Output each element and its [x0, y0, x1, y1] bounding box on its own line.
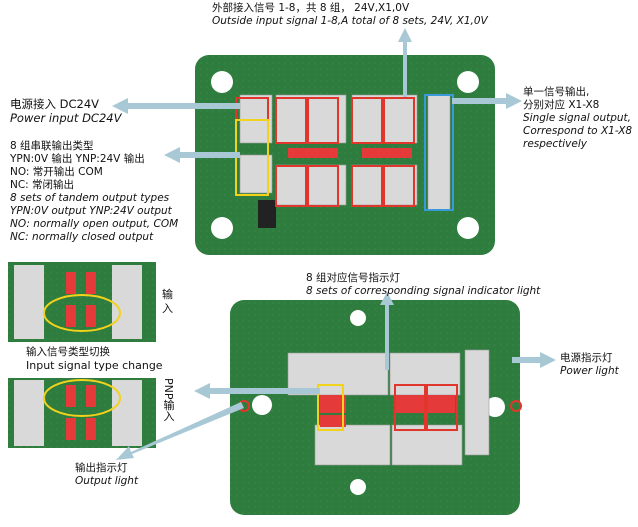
- single-output-line: Single signal output,: [523, 112, 631, 124]
- tandem-line: NC: normally closed output: [10, 231, 154, 243]
- tandem-line: NO: 常开输出 COM: [10, 166, 103, 178]
- input-type-cn: 输入信号类型切换: [26, 346, 110, 358]
- single-output-line: respectively: [523, 138, 587, 150]
- inset-pnp-board: [8, 378, 156, 448]
- indicator-cn: 8 组对应信号指示灯: [306, 272, 401, 284]
- pnp-label: PNP输入: [162, 378, 175, 422]
- power-light-cn: 电源指示灯: [560, 352, 613, 364]
- tandem-line: NC: 常闭输出: [10, 179, 75, 191]
- output-light-en: Output light: [75, 475, 139, 487]
- callout-arrows: [112, 28, 556, 460]
- top-signal-en: Outside input signal 1-8,A total of 8 se…: [212, 15, 488, 27]
- tandem-line: YPN:0V output YNP:24V output: [10, 205, 172, 217]
- tandem-line: NO: normally open output, COM: [10, 218, 179, 230]
- output-light-cn: 输出指示灯: [75, 462, 128, 474]
- single-output-box: [424, 94, 454, 211]
- bottom-board: [230, 300, 522, 515]
- inset-input-board: [8, 262, 156, 342]
- power-input-cn: 电源接入 DC24V: [10, 97, 100, 111]
- single-output-line: 单一信号输出,: [523, 86, 590, 98]
- top-signal-cn: 外部接入信号 1-8，共 8 组， 24V,X1,0V: [212, 2, 410, 14]
- tandem-line: 8 sets of tandem output types: [10, 192, 170, 204]
- input-label: 输入: [162, 288, 173, 315]
- single-output-line: 分别对应 X1-X8: [523, 99, 600, 111]
- power-input-en: Power input DC24V: [10, 111, 122, 125]
- single-output-text: 单一信号输出, 分别对应 X1-X8 Single signal output,…: [523, 86, 632, 151]
- tandem-line: 8 组串联输出类型: [10, 140, 94, 152]
- input-type-en: Input signal type change: [26, 359, 163, 372]
- tandem-line: YPN:0V 输出 YNP:24V 输出: [10, 153, 145, 165]
- power-light-en: Power light: [560, 365, 619, 377]
- indicator-en: 8 sets of corresponding signal indicator…: [306, 285, 541, 297]
- single-output-line: Correspond to X1-X8: [523, 125, 633, 137]
- top-board: [195, 55, 495, 255]
- tandem-text: 8 组串联输出类型 YPN:0V 输出 YNP:24V 输出 NO: 常开输出 …: [10, 140, 180, 244]
